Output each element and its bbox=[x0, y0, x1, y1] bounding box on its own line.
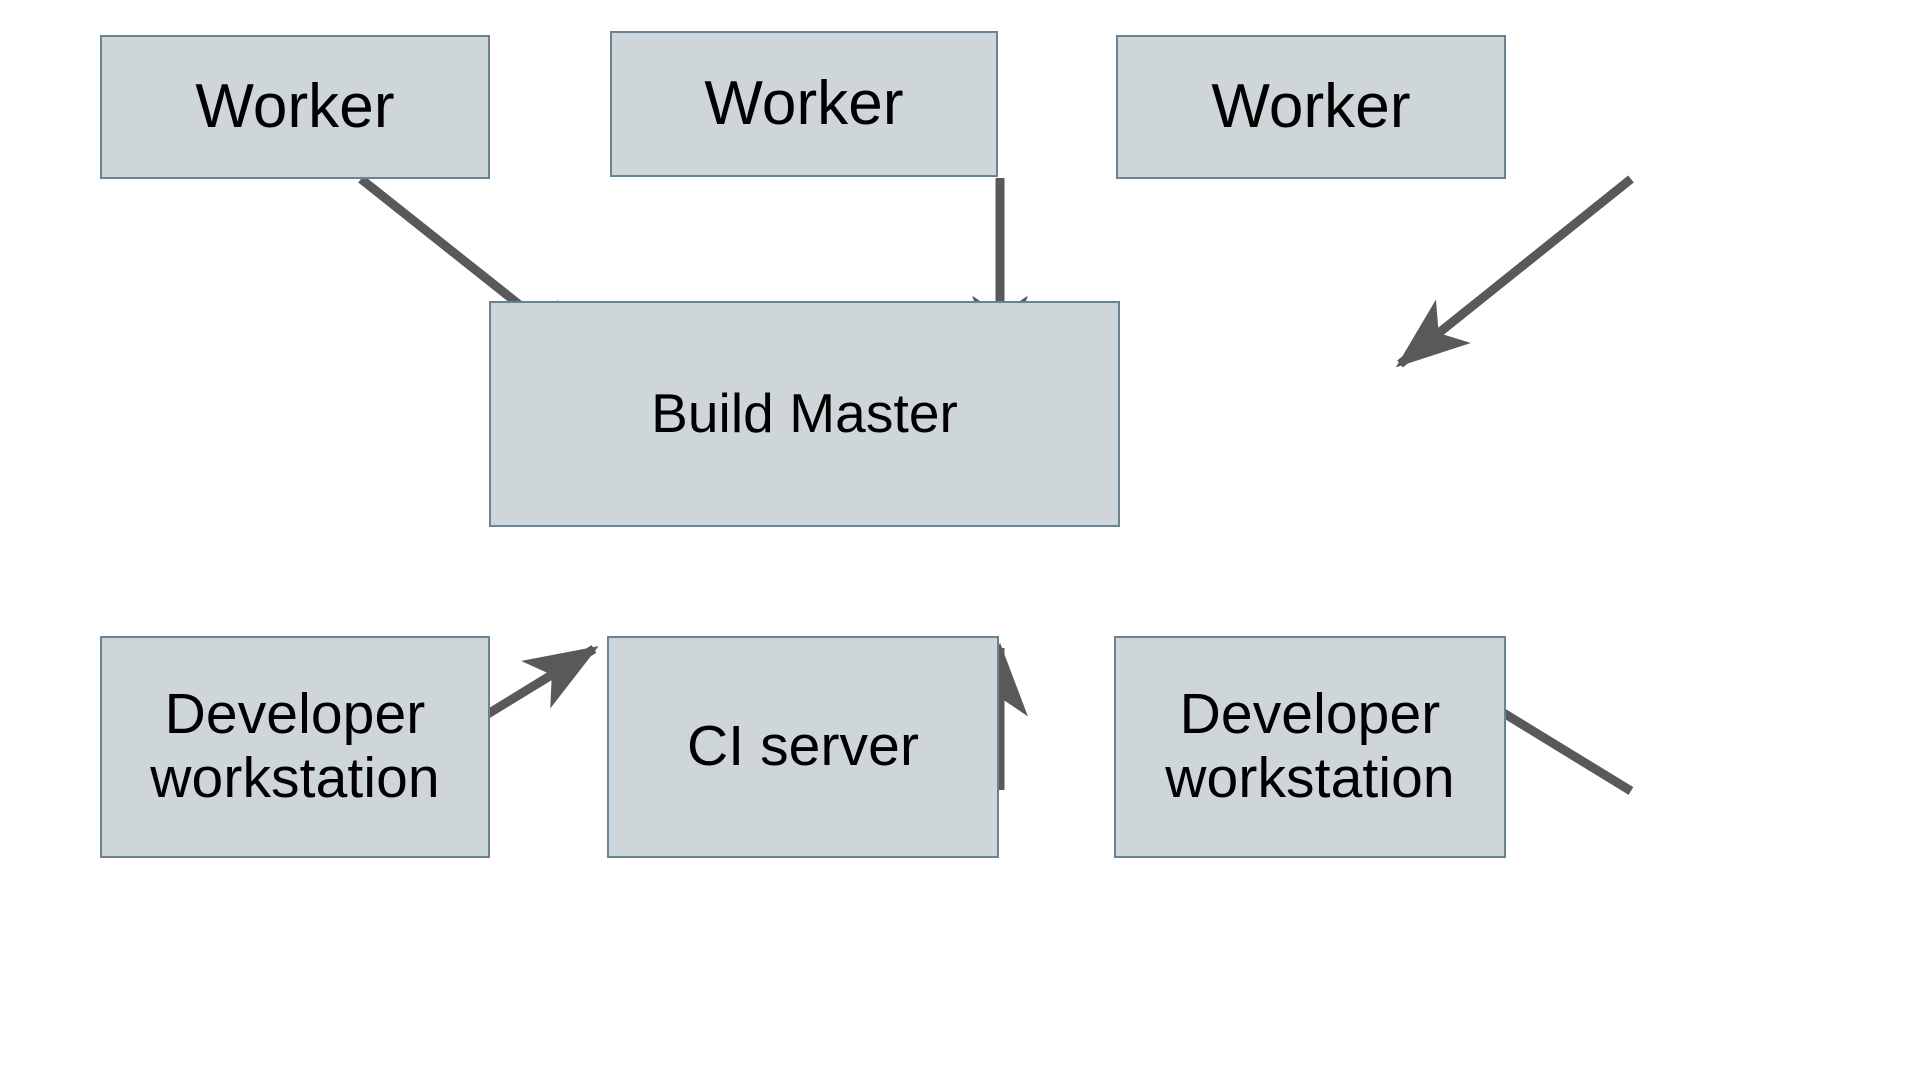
node-worker-2-label: Worker bbox=[704, 69, 904, 139]
node-ci-server[interactable]: CI server bbox=[607, 636, 999, 858]
node-developer-workstation-1-label: Developer workstation bbox=[150, 682, 440, 810]
node-worker-1[interactable]: Worker bbox=[100, 35, 490, 179]
node-worker-3-label: Worker bbox=[1211, 72, 1411, 142]
node-ci-server-label: CI server bbox=[686, 714, 920, 779]
node-worker-3[interactable]: Worker bbox=[1116, 35, 1506, 179]
node-developer-workstation-2[interactable]: Developer workstation bbox=[1114, 636, 1506, 858]
node-build-master[interactable]: Build Master bbox=[489, 301, 1120, 527]
node-developer-workstation-2-label: Developer workstation bbox=[1165, 682, 1455, 810]
edge-worker-3-to-build-master bbox=[1395, 175, 1634, 368]
node-developer-workstation-1[interactable]: Developer workstation bbox=[100, 636, 490, 858]
node-worker-1-label: Worker bbox=[195, 72, 395, 142]
node-worker-2[interactable]: Worker bbox=[610, 31, 998, 177]
node-build-master-label: Build Master bbox=[651, 382, 958, 445]
